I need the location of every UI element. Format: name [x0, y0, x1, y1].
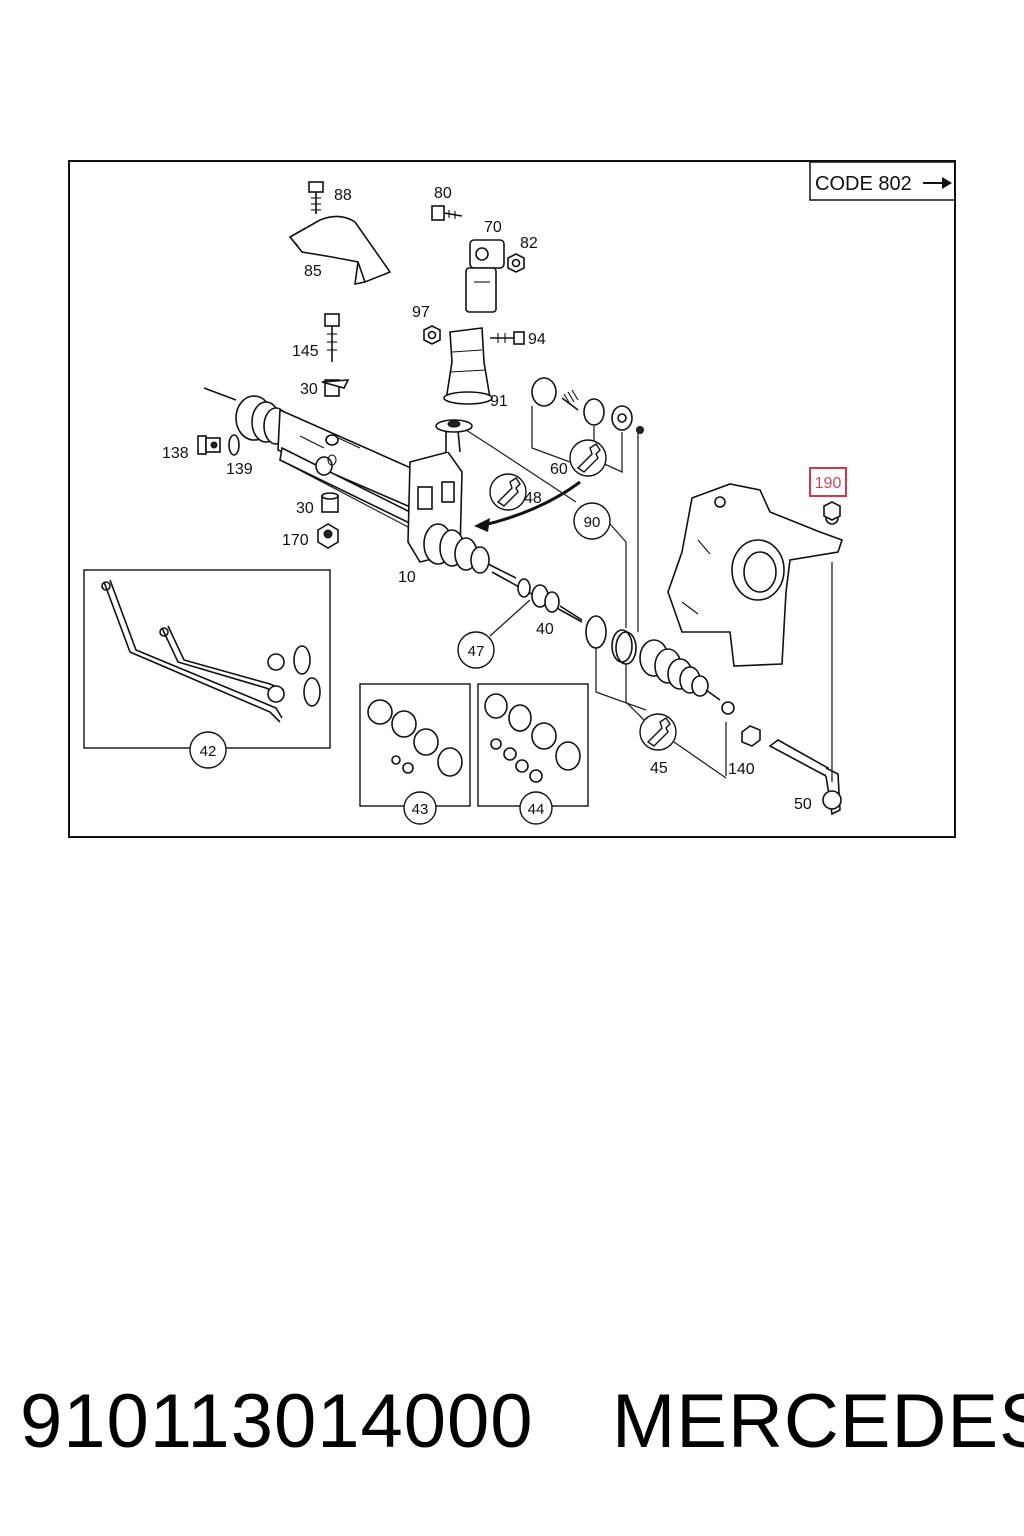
kit-box-44: [477, 683, 589, 825]
ref-circle-90: [493, 430, 639, 632]
steering-rack-exploded-view: CODE 802 88 85 80 70 82: [83, 162, 954, 825]
part-30-bracket-upper: [321, 379, 350, 397]
part-94-bolt: [490, 331, 525, 345]
label-80: 80: [434, 185, 452, 202]
part-145-bolt: [324, 313, 340, 362]
wrench-icon-60: [569, 439, 607, 477]
part-138-plug: [197, 435, 221, 455]
part-91-boot: [443, 327, 493, 405]
part-48-seal: [435, 419, 495, 449]
label-138: 138: [162, 445, 189, 462]
part-88-bolt: [308, 181, 324, 214]
part-30-bushing-lower: [321, 492, 339, 513]
ref-circle-47: [457, 599, 531, 669]
label-47: 47: [468, 643, 485, 660]
label-190: 190: [815, 475, 842, 492]
label-42: 42: [200, 743, 217, 760]
label-10: 10: [398, 569, 416, 586]
label-90: 90: [584, 514, 601, 531]
label-48: 48: [524, 490, 542, 507]
label-94: 94: [528, 331, 546, 348]
rack-boot-right: [423, 523, 517, 579]
label-82: 82: [520, 235, 538, 252]
part-139-ring: [228, 434, 240, 456]
part-80-bolt: [431, 205, 463, 221]
part-85-cover: [288, 215, 392, 286]
label-145: 145: [292, 343, 319, 360]
label-91: 91: [490, 393, 508, 410]
label-139: 139: [226, 461, 253, 478]
part-number: 910113014000: [20, 1379, 534, 1464]
part-82-nut: [507, 253, 525, 273]
label-97: 97: [412, 304, 430, 321]
label-40: 40: [536, 621, 554, 638]
label-45: 45: [650, 760, 668, 777]
code-box-label: CODE 802: [815, 173, 912, 195]
wrench-icon-45: [639, 713, 677, 751]
steering-knuckle: [667, 483, 844, 667]
label-50: 50: [794, 796, 812, 813]
label-30-upper: 30: [300, 381, 318, 398]
part-170-nut: [317, 523, 339, 549]
part-190-nut: 190: [809, 467, 847, 782]
part-140-nut: [673, 722, 761, 779]
label-140: 140: [728, 761, 755, 778]
part-40-tie-rod: [491, 571, 583, 623]
part-97-nut: [423, 325, 441, 345]
caption-bar: 910113014000 MERCEDES: [0, 1372, 1024, 1472]
label-88: 88: [334, 187, 352, 204]
label-85: 85: [304, 263, 322, 280]
part-70-universal-joint: [465, 239, 505, 313]
kit-box-42: [83, 569, 331, 769]
arrow-to-rack: [474, 480, 581, 532]
wrench-icon-48: [489, 473, 527, 511]
label-30-lower: 30: [296, 500, 314, 517]
label-70: 70: [484, 219, 502, 236]
kit-box-43: [359, 683, 471, 825]
part-50-tie-rod-end: [768, 739, 842, 816]
part-60-seal-kit: [531, 377, 644, 474]
label-44: 44: [528, 801, 545, 818]
parts-diagram: CODE 802 88 85 80 70 82: [68, 160, 956, 838]
label-43: 43: [412, 801, 429, 818]
brand-name: MERCEDES: [612, 1379, 1024, 1464]
part-45-boot-kit: [585, 615, 735, 723]
label-170: 170: [282, 532, 309, 549]
code-box: CODE 802: [809, 162, 954, 201]
label-60: 60: [550, 461, 568, 478]
